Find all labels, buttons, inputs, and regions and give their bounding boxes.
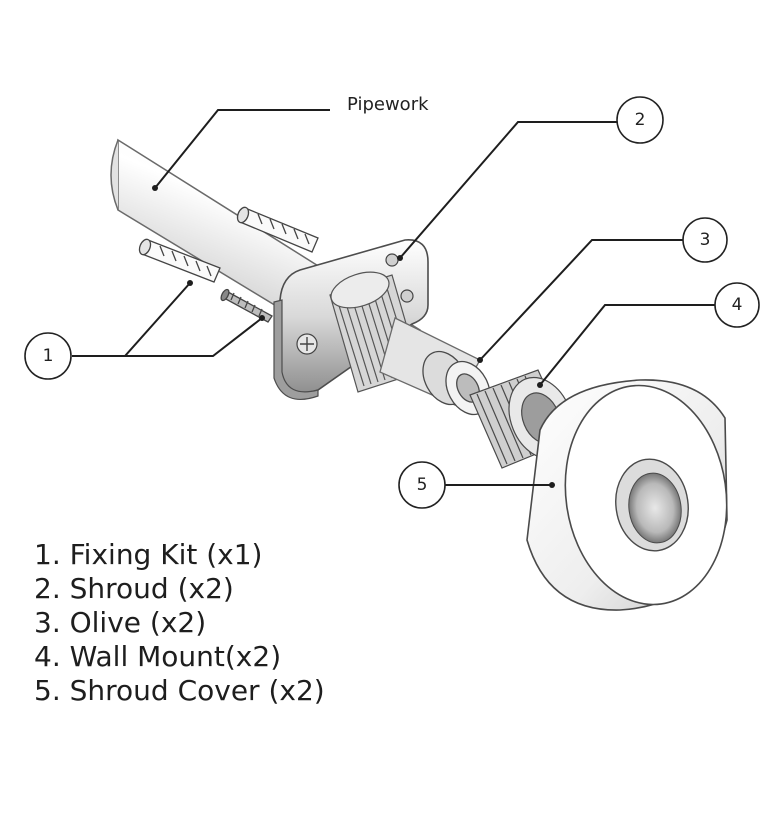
cover-hole-icon: [628, 472, 682, 544]
parts-list-item: 3. Olive (x2): [34, 606, 207, 639]
callout-2: 2: [616, 96, 664, 144]
parts-list-item: 5. Shroud Cover (x2): [34, 674, 325, 707]
callout-5: 5: [398, 461, 446, 509]
callout-2-number: 2: [635, 110, 646, 130]
plate-hole-icon: [385, 253, 399, 267]
callout-5-number: 5: [417, 475, 428, 495]
parts-list: 1. Fixing Kit (x1) 2. Shroud (x2) 3. Oli…: [34, 538, 325, 708]
screw: [220, 288, 273, 323]
parts-list-item: 1. Fixing Kit (x1): [34, 538, 263, 571]
callout-1: 1: [24, 332, 72, 380]
leader-lines: [72, 109, 717, 486]
pipework-label: Pipework: [347, 94, 429, 115]
parts-list-item: 4. Wall Mount(x2): [34, 640, 282, 673]
shroud-cover: [526, 379, 728, 611]
screw-head-icon: [296, 333, 318, 355]
fixing-kit: [138, 206, 319, 323]
callout-4-number: 4: [732, 295, 743, 315]
callout-3: 3: [682, 217, 728, 263]
plate-hole-icon: [400, 289, 414, 303]
wall-plug-lower: [138, 238, 221, 283]
callout-1-number: 1: [43, 346, 54, 366]
leader-dots: [152, 185, 555, 488]
callout-4: 4: [714, 282, 760, 328]
callout-3-number: 3: [700, 230, 711, 250]
parts-list-item: 2. Shroud (x2): [34, 572, 234, 605]
wall-plug-upper: [236, 206, 319, 253]
